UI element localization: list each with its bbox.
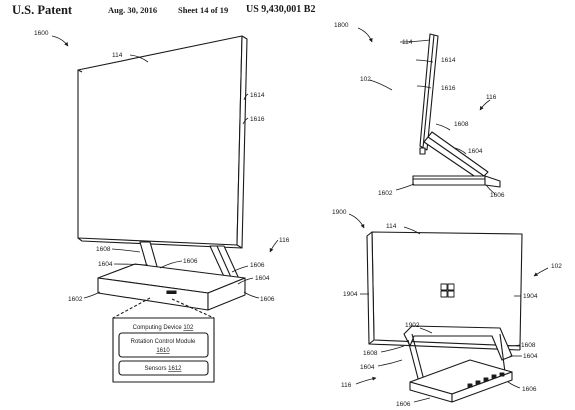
- patent-header-title: U.S. Patent: [12, 3, 73, 17]
- fig16-label-hinge2: 1606: [183, 258, 198, 265]
- fig16-label-base-right: 1606: [260, 296, 275, 303]
- fig19-label-hinge-left: 1604: [360, 364, 375, 371]
- figure-16: [51, 35, 279, 383]
- figure-18: [357, 27, 501, 195]
- fig16-label-edge2: 1616: [250, 116, 265, 123]
- fig18-label-edge1: 1614: [441, 57, 456, 64]
- fig19-label-edge-right: 1904: [523, 293, 538, 300]
- fig18-leaders: [357, 27, 496, 195]
- fig19-label-base-right: 1606: [522, 386, 537, 393]
- fig16-computing-device-box: [112, 317, 215, 383]
- fig19-label-edge-left: 1904: [343, 291, 358, 298]
- patent-header-sheet: Sheet 14 of 19: [178, 5, 229, 15]
- fig18-label-device: 1800: [334, 22, 349, 29]
- fig18-label-system: 116: [486, 94, 497, 101]
- patent-header-date: Aug. 30, 2016: [108, 5, 158, 15]
- fig16-label-arm: 1608: [96, 246, 111, 253]
- fig18-label-base: 1602: [378, 190, 393, 197]
- fig19-leaders: [348, 213, 549, 403]
- fig16-box-module1-ref: 1610: [156, 348, 170, 354]
- fig19-label-device: 1900: [332, 209, 347, 216]
- fig18-label-base-hinge: 1606: [490, 192, 505, 199]
- patent-header-number: US 9,430,001 B2: [246, 4, 316, 15]
- fig19-label-stand: 1902: [405, 322, 420, 329]
- fig18-base: [412, 175, 501, 188]
- fig16-label-display: 114: [112, 52, 123, 59]
- fig16-label-device: 1600: [34, 30, 49, 37]
- fig19-display: [366, 231, 523, 351]
- fig18-label-display: 114: [402, 39, 413, 46]
- fig19-label-arm-right: 1608: [521, 342, 536, 349]
- fig19-label-base: 1606: [396, 401, 411, 408]
- fig18-label-edge2: 1616: [441, 85, 456, 92]
- fig16-box-title: Computing Device 102: [133, 325, 194, 331]
- fig16-label-hinge: 1604: [98, 261, 113, 268]
- fig19-base: [409, 359, 513, 403]
- fig16-base: [97, 263, 246, 311]
- fig16-label-edge1: 1614: [250, 92, 265, 99]
- figure-19: [348, 213, 549, 403]
- fig16-label-hinge3: 1604: [255, 275, 270, 282]
- fig16-leaders: [51, 35, 279, 299]
- fig19-ports: [467, 372, 505, 388]
- fig16-label-base: 1602: [68, 296, 83, 303]
- fig16-display: [77, 35, 248, 249]
- fig18-arm: [419, 131, 489, 181]
- fig16-box-module1-title: Rotation Control Module: [131, 339, 196, 345]
- fig19-logo: [440, 283, 455, 298]
- fig16-label-system: 116: [279, 237, 290, 244]
- fig19-label-display: 114: [386, 223, 397, 230]
- fig19-label-front: 102: [551, 263, 562, 270]
- fig19-label-arm-left: 1608: [363, 350, 378, 357]
- fig19-label-system: 116: [341, 382, 352, 389]
- fig18-label-front: 102: [360, 76, 371, 83]
- fig18-label-arm: 1608: [454, 121, 469, 128]
- fig18-display: [419, 33, 439, 151]
- fig19-label-hinge-right: 1604: [523, 353, 538, 360]
- fig16-box-module2: Sensors 1612: [144, 366, 182, 372]
- fig16-label-base2: 1606: [250, 262, 265, 269]
- fig18-label-hinge: 1604: [468, 148, 483, 155]
- fig16-callout-lines: [112, 297, 215, 319]
